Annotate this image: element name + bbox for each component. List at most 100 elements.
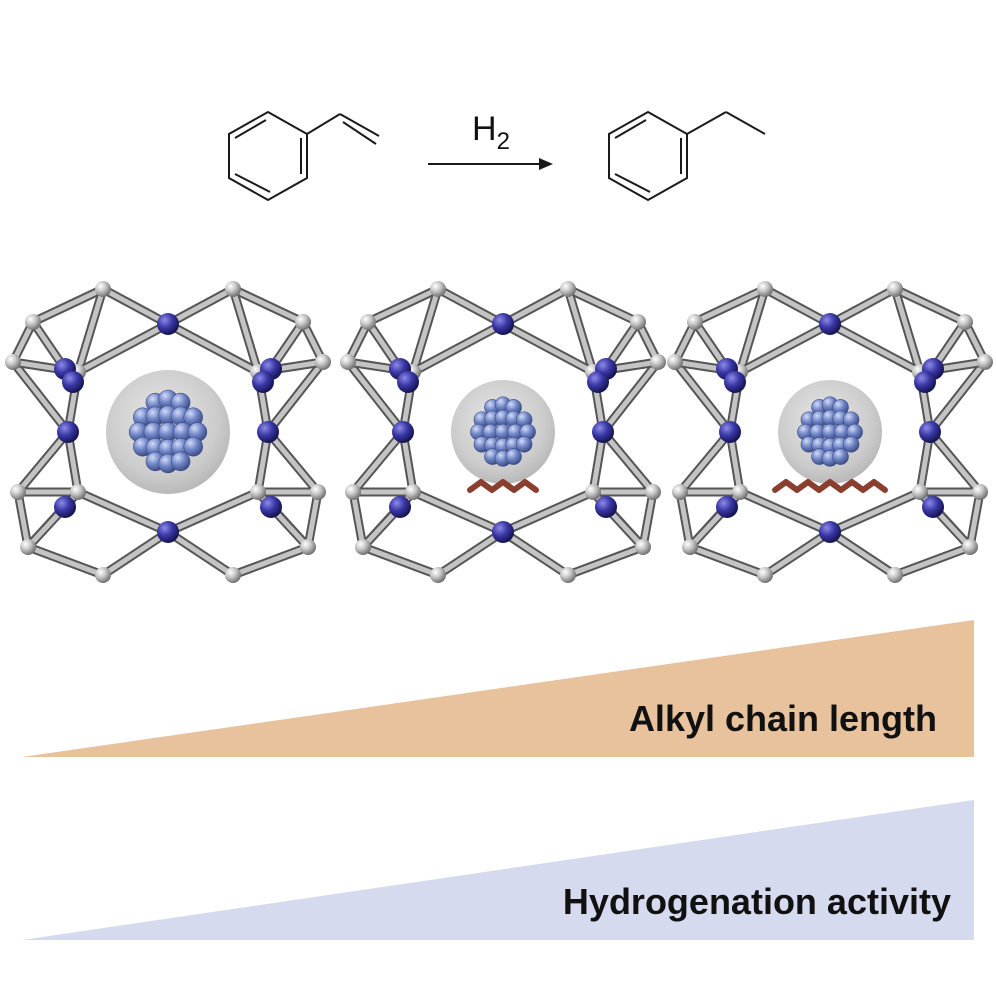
framework-rod-core (967, 489, 983, 550)
framework-rod-core (345, 359, 406, 435)
framework-rod-core (927, 359, 988, 435)
framework-node (977, 354, 993, 370)
metal-node (914, 371, 936, 393)
metal-node (595, 496, 617, 518)
framework-rod-core (230, 544, 311, 578)
metal-node (397, 371, 419, 393)
framework-rod-core (892, 544, 973, 578)
framework-node (250, 484, 266, 500)
framework-node (972, 484, 988, 500)
framework-rod-core (265, 359, 326, 435)
framework-rod-core (10, 359, 71, 435)
reaction-arrow (428, 158, 553, 170)
cluster-atom (842, 436, 860, 453)
framework-rod-core (100, 529, 171, 578)
framework-node (585, 484, 601, 500)
framework-rod-core (165, 321, 261, 375)
framework-rod-core (350, 489, 366, 550)
metal-node (157, 521, 179, 543)
framework-node (310, 484, 326, 500)
metal-node (819, 521, 841, 543)
cage-1 (5, 281, 331, 583)
framework-node (672, 484, 688, 500)
metal-node (54, 496, 76, 518)
framework-node (345, 484, 361, 500)
alkyl-chain (467, 479, 539, 493)
framework-rod-core (75, 489, 171, 535)
metal-nanocluster (128, 389, 208, 474)
framework-node (887, 567, 903, 583)
framework-rod-core (435, 286, 506, 327)
cluster-atom (515, 436, 533, 453)
framework-node (887, 281, 903, 297)
metal-node (919, 421, 941, 443)
activity-label: Hydrogenation activity (563, 881, 951, 922)
framework-node (732, 484, 748, 500)
framework-rod-core (15, 489, 31, 550)
cluster-atom (832, 448, 849, 465)
framework-rod-core (692, 286, 768, 325)
framework-rod-core (827, 321, 923, 375)
metal-node (389, 496, 411, 518)
framework-node (757, 281, 773, 297)
framework-rod-core (75, 321, 171, 375)
framework-rod-core (565, 544, 646, 578)
framework-rod-core (25, 544, 106, 578)
metal-node (392, 421, 414, 443)
cluster-atom (170, 451, 191, 472)
framework-rod-core (827, 529, 898, 578)
framework-node (225, 281, 241, 297)
framework-node (650, 354, 666, 370)
metal-node (57, 421, 79, 443)
framework-node (20, 539, 36, 555)
framework-node (957, 314, 973, 330)
cage-structures (5, 281, 993, 583)
framework-rod-core (410, 489, 506, 535)
framework-rod-core (677, 429, 733, 495)
framework-node (95, 567, 111, 583)
framework-node (560, 281, 576, 297)
chain-length-trend: Alkyl chain length (22, 620, 974, 757)
framework-rod-core (737, 321, 833, 375)
framework-node (635, 539, 651, 555)
framework-node (95, 281, 111, 297)
framework-node (5, 354, 21, 370)
framework-node (757, 567, 773, 583)
framework-node (10, 484, 26, 500)
framework-node (682, 539, 698, 555)
framework-rod-core (640, 489, 656, 550)
framework-rod-core (672, 359, 733, 435)
framework-rod-core (600, 429, 656, 495)
framework-node (430, 281, 446, 297)
framework-node (355, 539, 371, 555)
metal-node (492, 313, 514, 335)
framework-rod-core (500, 489, 596, 535)
framework-rod-core (500, 286, 571, 327)
metal-node (716, 496, 738, 518)
framework-rod-core (892, 286, 968, 325)
styrene-structure (228, 110, 380, 202)
framework-node (645, 484, 661, 500)
framework-node (430, 567, 446, 583)
framework-node (25, 314, 41, 330)
framework-node (315, 354, 331, 370)
framework-node (300, 539, 316, 555)
metal-node (157, 313, 179, 335)
cluster-atom (183, 436, 203, 457)
framework-rod-core (927, 429, 983, 495)
framework-rod-core (737, 286, 768, 375)
activity-wedge (22, 800, 974, 940)
framework-node (912, 484, 928, 500)
framework-rod-core (737, 489, 833, 535)
framework-node (360, 314, 376, 330)
framework-rod-core (365, 286, 441, 325)
framework-rod-core (500, 321, 596, 375)
chain-length-label: Alkyl chain length (629, 698, 937, 739)
framework-rod-core (230, 286, 306, 325)
framework-rod-core (827, 489, 923, 535)
metal-node (587, 371, 609, 393)
framework-node (687, 314, 703, 330)
framework-node (225, 567, 241, 583)
framework-rod-core (600, 359, 661, 435)
framework-rod-core (762, 529, 833, 578)
